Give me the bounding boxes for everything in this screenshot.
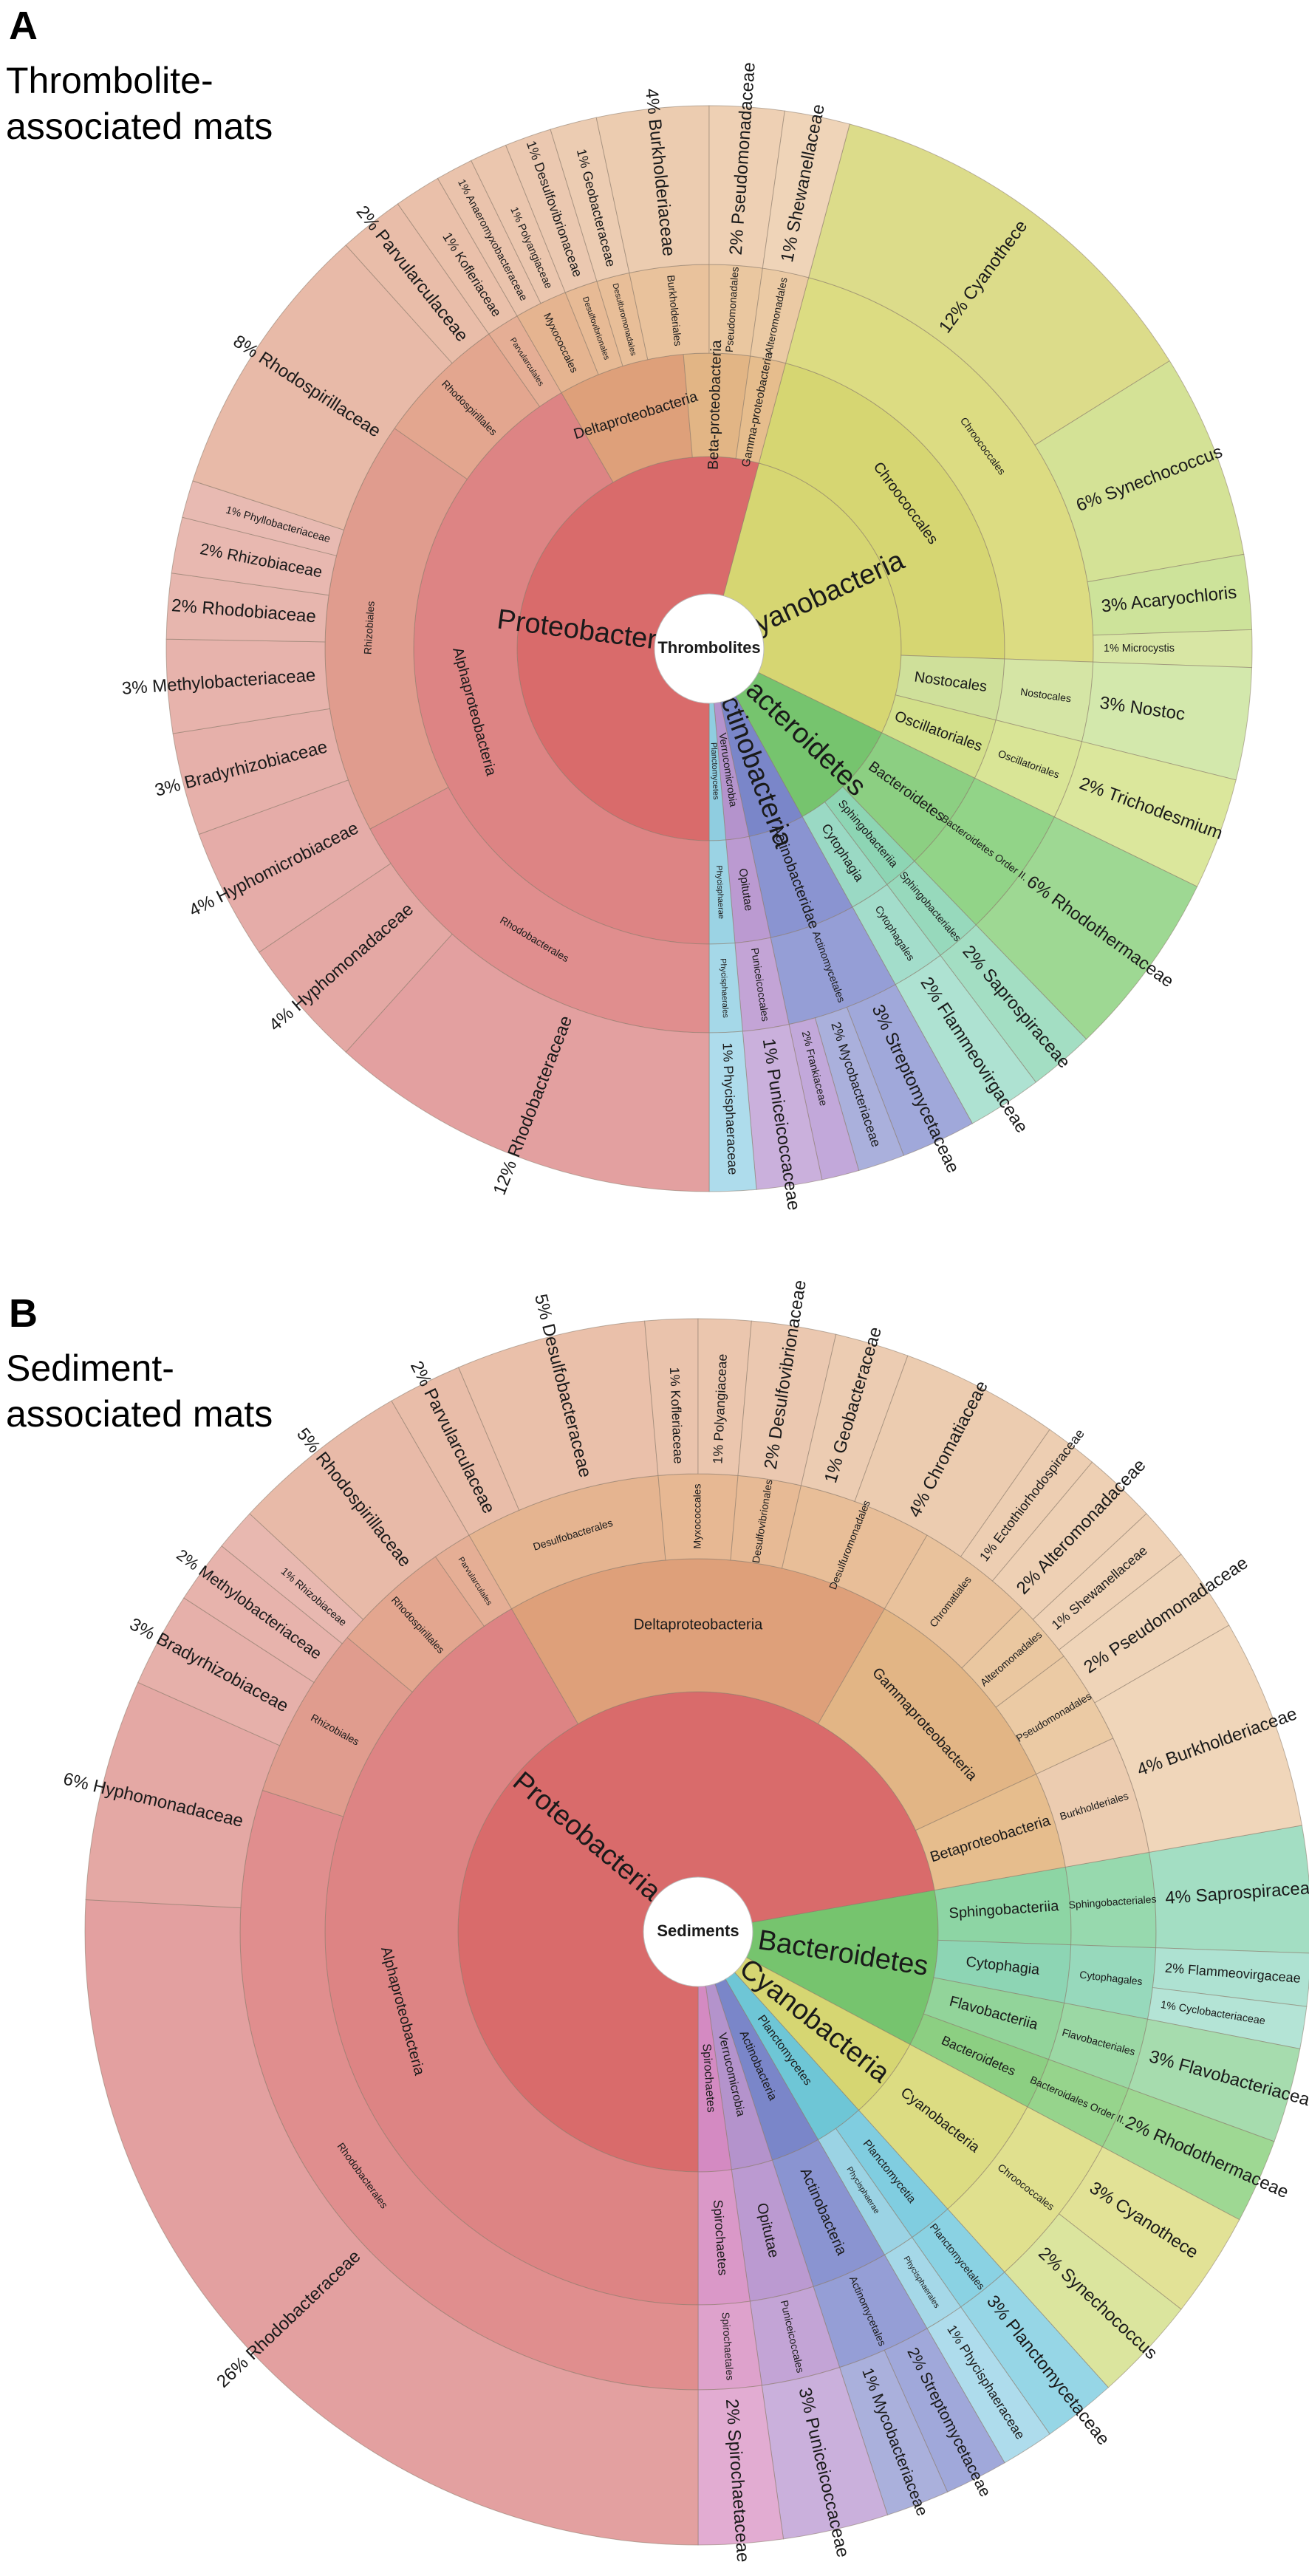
- panel-letter-b: B: [9, 1291, 38, 1336]
- segment-3-cyanothece: [807, 123, 1171, 446]
- label-2-myxococcales: Myxococcales: [691, 1484, 703, 1549]
- segment-3-rhodobacteraceae: [84, 1899, 699, 2546]
- label-0-spirochaetes: Spirochaetes: [700, 2043, 717, 2113]
- panel-title-a: Thrombolite- associated mats: [6, 58, 273, 149]
- sunburst-chart-sediments: BacteroidetesCyanobacteriaPlanctomycetes…: [61, 1279, 1309, 2563]
- label-2-phycisphaerales: Phycisphaerales: [718, 958, 730, 1019]
- panel-letter-a: A: [9, 4, 38, 48]
- segment-3-burkholderiaceae: [1094, 1624, 1302, 1853]
- label-2-rhizobiales: Rhizobiales: [361, 601, 376, 655]
- label-1-beta-proteobacteria: Beta-proteobacteria: [705, 339, 725, 470]
- panel-title-b-line-2: associated mats: [6, 1393, 273, 1435]
- panel-title-b: Sediment- associated mats: [6, 1345, 273, 1437]
- center-label: Thrombolites: [657, 638, 760, 657]
- center-hole: [643, 1876, 753, 1987]
- panel-title-a-line-1: Thrombolite-: [6, 60, 213, 101]
- label-2-spirochaetales: Spirochaetales: [720, 2312, 736, 2381]
- panel-a: A Thrombolite- associated mats Cyanobact…: [6, 4, 1253, 1212]
- label-0-planctomycetes: Planctomycetes: [709, 742, 720, 801]
- label-1-phycisphaerae: Phycisphaerae: [714, 865, 725, 919]
- panel-b: B Sediment- associated mats Bacteroidete…: [0, 1279, 1309, 2575]
- sunburst-chart-thrombolites: CyanobacteriaBacteroidetesActinobacteria…: [121, 61, 1253, 1212]
- segment-3-shewanellaceae: [762, 110, 850, 279]
- center-label: Sediments: [657, 1921, 739, 1940]
- panel-title-a-line-2: associated mats: [6, 106, 273, 147]
- panel-title-b-line-1: Sediment-: [6, 1347, 174, 1389]
- label-1-deltaproteobacteria: Deltaproteobacteria: [634, 1616, 763, 1633]
- center-hole: [654, 593, 765, 704]
- label-3-microcystis: 1% Microcystis: [1104, 643, 1175, 655]
